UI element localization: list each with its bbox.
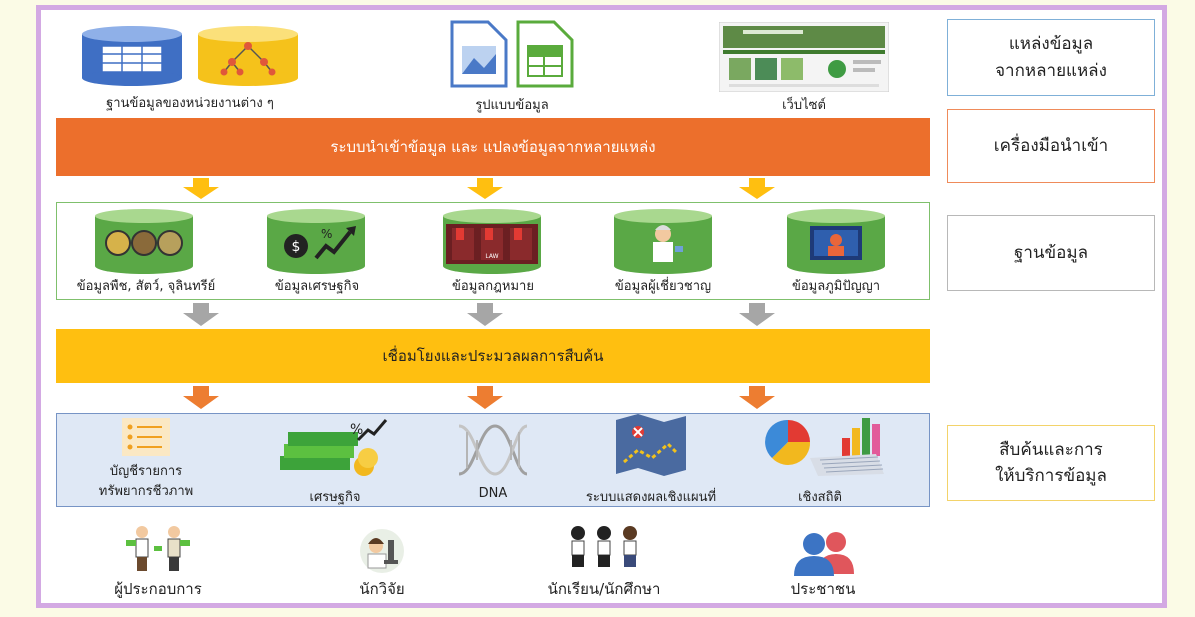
money-growth-icon: % bbox=[280, 419, 388, 476]
law-badge: LAW bbox=[485, 253, 499, 260]
document-icon bbox=[450, 20, 508, 88]
user-researcher-label: นักวิจัย bbox=[359, 580, 405, 598]
dna-icon bbox=[458, 424, 528, 476]
down-arrow-icon bbox=[183, 386, 219, 409]
side-label-search-service: สืบค้นและการให้บริการข้อมูล bbox=[947, 425, 1155, 501]
economy-database-icon: $ % bbox=[267, 209, 365, 274]
user-entrepreneur-label: ผู้ประกอบการ bbox=[114, 580, 202, 598]
link-processing-bar: เชื่อมโยงและประมวลผลการสืบค้น bbox=[56, 329, 930, 383]
database-label-expert: ข้อมูลผู้เชี่ยวชาญ bbox=[614, 279, 712, 294]
spreadsheet-icon bbox=[516, 20, 574, 88]
sources-formats-label: รูปแบบข้อมูล bbox=[475, 98, 549, 113]
database-label-wisdom: ข้อมูลภูมิปัญญา bbox=[791, 279, 881, 294]
researcher-icon bbox=[360, 529, 404, 573]
expert-database-icon bbox=[614, 209, 712, 274]
law-database-icon bbox=[443, 209, 541, 274]
service-stats-label: เชิงสถิติ bbox=[798, 490, 842, 505]
svg-text:%: % bbox=[321, 227, 332, 241]
database-tree-icon bbox=[198, 26, 298, 86]
list-icon bbox=[122, 418, 170, 456]
svg-text:$: $ bbox=[292, 239, 301, 255]
diagram-frame bbox=[36, 5, 1167, 608]
side-label-sources: แหล่งข้อมูลจากหลายแหล่ง bbox=[947, 19, 1155, 96]
down-arrow-icon bbox=[739, 178, 775, 199]
database-label-law: ข้อมูลกฎหมาย bbox=[452, 279, 534, 294]
import-bar: ระบบนำเข้าข้อมูล และ แปลงข้อมูลจากหลายแห… bbox=[56, 118, 930, 176]
citizens-icon bbox=[794, 532, 854, 576]
database-label-biodiversity: ข้อมูลพืช, สัตว์, จุลินทรีย์ bbox=[76, 279, 216, 294]
database-label-economy: ข้อมูลเศรษฐกิจ bbox=[274, 279, 360, 294]
wisdom-database-icon bbox=[787, 209, 885, 274]
database-table-icon bbox=[82, 26, 182, 86]
user-students-label: นักเรียน/นักศึกษา bbox=[547, 580, 661, 598]
students-icon bbox=[571, 526, 637, 567]
service-economy-label: เศรษฐกิจ bbox=[309, 490, 361, 505]
map-icon bbox=[616, 414, 686, 476]
service-map-label: ระบบแสดงผลเชิงแผนที่ bbox=[585, 490, 717, 505]
down-arrow-icon bbox=[739, 386, 775, 409]
service-inventory-label: บัญชีรายการทรัพยากรชีวภาพ bbox=[98, 464, 194, 500]
statistics-chart-icon bbox=[765, 418, 884, 476]
side-label-import-tool: เครื่องมือนำเข้า bbox=[947, 109, 1155, 183]
website-screenshot-icon bbox=[719, 22, 889, 92]
down-arrow-icon bbox=[739, 303, 775, 326]
biodiversity-database-icon bbox=[95, 209, 193, 274]
side-label-database: ฐานข้อมูล bbox=[947, 215, 1155, 291]
user-citizens-label: ประชาชน bbox=[790, 580, 856, 598]
sources-databases-label: ฐานข้อมูลของหน่วยงานต่าง ๆ bbox=[106, 96, 274, 111]
down-arrow-icon bbox=[183, 178, 219, 199]
entrepreneur-icon bbox=[126, 526, 190, 571]
down-arrow-icon bbox=[467, 386, 503, 409]
down-arrow-icon bbox=[467, 178, 503, 199]
down-arrow-icon bbox=[467, 303, 503, 326]
service-dna-label: DNA bbox=[478, 486, 508, 501]
svg-text:%: % bbox=[350, 422, 363, 438]
sources-websites-label: เว็บไซต์ bbox=[782, 98, 826, 113]
down-arrow-icon bbox=[183, 303, 219, 326]
